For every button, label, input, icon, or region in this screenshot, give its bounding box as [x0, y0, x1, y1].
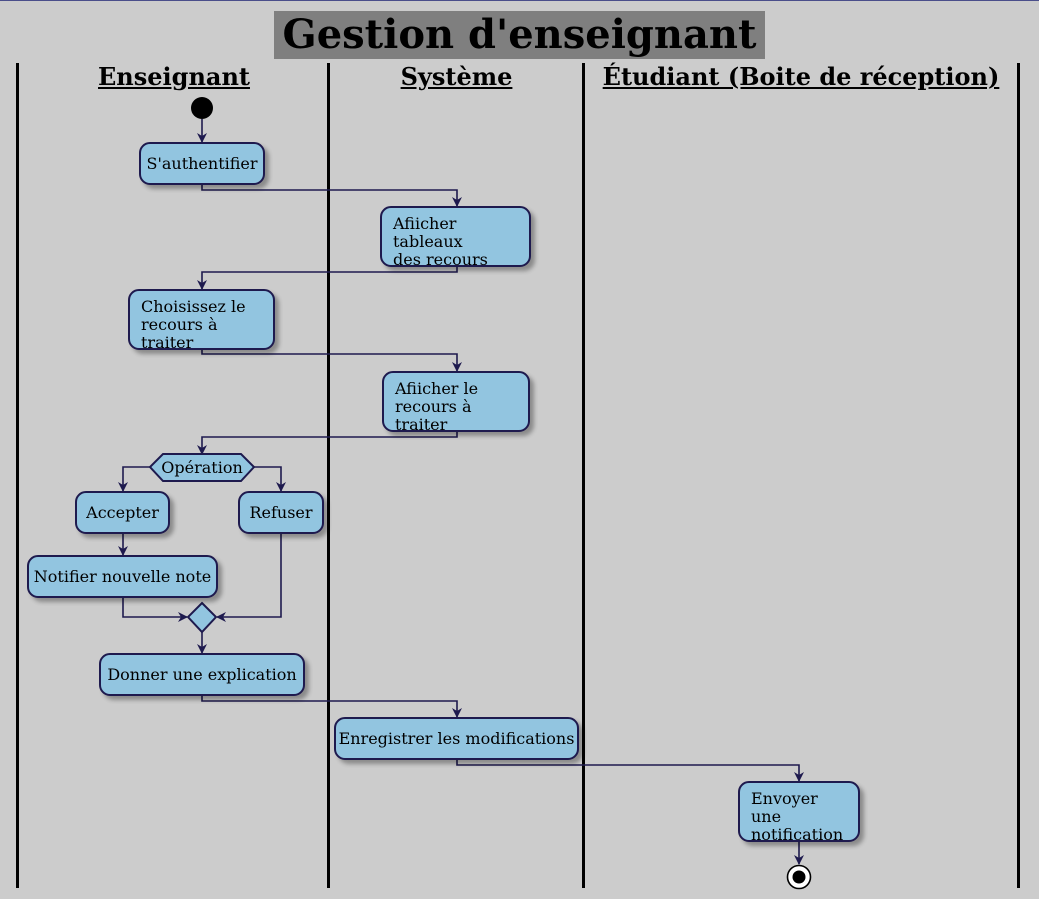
decision-label: Opération [161, 458, 243, 477]
activity-show-recourse: Afiicher le recours à traiter [382, 371, 530, 434]
edge-save-send [456, 760, 804, 782]
diagram-title: Gestion d'enseignant [274, 11, 765, 59]
edge-decision-refuse [254, 466, 286, 492]
end-node [786, 864, 812, 890]
activity-show-tables: Afiicher tableaux des recours [380, 206, 531, 269]
activity-notify-grade: Notifier nouvelle note [27, 555, 218, 598]
activity-save-changes: Enregistrer les modifications [334, 717, 579, 760]
edge-refuse-merge [216, 534, 282, 622]
activity-refuse: Refuser [238, 491, 324, 534]
edge-explanation-save [201, 696, 462, 718]
edge-show-recourse-decision [197, 432, 458, 455]
lane-divider-right [1017, 63, 1020, 888]
decision-node [148, 453, 256, 482]
lane-divider-left [16, 63, 19, 888]
lane-title-enseignant: Enseignant [98, 62, 250, 91]
lane-divider-1 [327, 63, 330, 888]
start-node [191, 97, 213, 119]
lane-title-systeme: Système [400, 62, 513, 91]
activity-give-explanation: Donner une explication [99, 653, 305, 696]
activity-choose-recourse: Choisissez le recours à traiter [128, 289, 275, 352]
edge-decision-accept [118, 466, 150, 492]
edge-notify-merge [122, 598, 188, 622]
activity-send-notification: Envoyer une notification [738, 781, 860, 844]
lane-title-etudiant: Étudiant (Boite de réception) [602, 62, 1000, 91]
edge-authenticate-show-tables [201, 185, 462, 207]
edge-choose-show-recourse [201, 350, 462, 372]
merge-node [186, 601, 218, 634]
top-border [0, 0, 1039, 1]
edge-show-tables-choose [197, 267, 458, 290]
activity-authenticate: S'authentifier [139, 142, 265, 185]
lane-divider-2 [582, 63, 585, 888]
activity-accept: Accepter [75, 491, 170, 534]
